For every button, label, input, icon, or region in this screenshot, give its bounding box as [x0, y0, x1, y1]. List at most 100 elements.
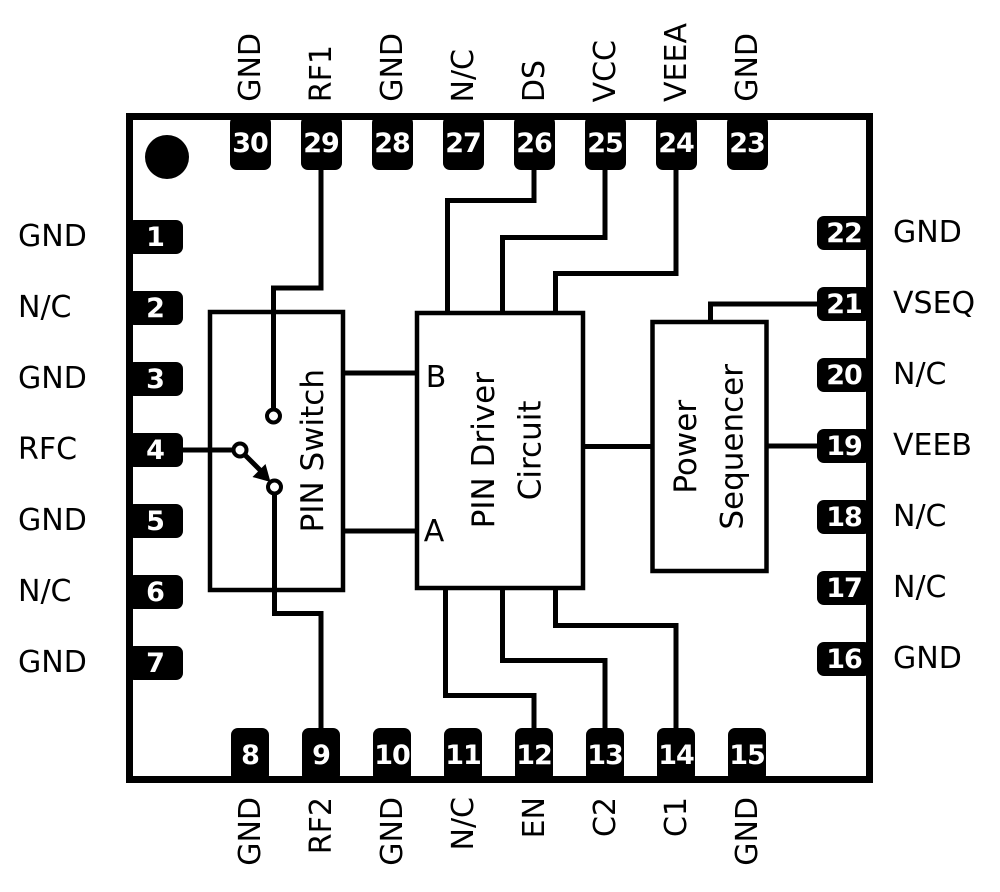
pin-label-8: GND	[232, 797, 268, 866]
power-sequencer-block	[650, 319, 769, 574]
power-sequencer-label: Power Sequencer	[668, 363, 751, 530]
pin-label-27: N/C	[445, 48, 481, 103]
pin-label-28: GND	[374, 33, 410, 102]
pin-pad-15: 15	[728, 728, 766, 782]
switch-pole-rfc-contact	[231, 441, 249, 459]
pin-switch-label: PIN Switch	[294, 369, 331, 533]
pin-label-24: VEEA	[658, 23, 694, 102]
pin-label-23: GND	[729, 33, 765, 102]
pin-driver-label: PIN Driver Circuit	[466, 372, 549, 529]
pin-label-20: N/C	[893, 357, 947, 392]
pin-label-17: N/C	[893, 570, 947, 605]
wire-vcc	[500, 168, 608, 313]
pin-label-9: RF2	[303, 797, 339, 855]
pin-pad-6: 6	[127, 575, 183, 609]
pin-pad-22: 22	[817, 216, 871, 250]
pin-label-box-27: N/C	[441, 4, 485, 103]
pin-pad-8: 8	[231, 728, 269, 782]
pin-label-14: C1	[658, 797, 694, 838]
pin-label-22: GND	[893, 215, 962, 250]
switch-throw-rf2-contact	[266, 478, 283, 496]
pin-pad-25: 25	[584, 116, 626, 170]
pin-pad-13: 13	[586, 728, 624, 782]
pin-pad-11: 11	[444, 728, 482, 782]
pin-pad-17: 17	[817, 571, 871, 605]
pin-switch-label-box: PIN Switch	[282, 312, 344, 590]
pin-label-6: N/C	[18, 574, 72, 609]
pin-pad-12: 12	[515, 728, 553, 782]
pin-label-box-8: GND	[228, 797, 272, 889]
pin-label-2: N/C	[18, 290, 72, 325]
pin-label-30: GND	[232, 33, 268, 102]
pin-pad-24: 24	[655, 116, 697, 170]
pin-label-25: VCC	[587, 39, 623, 102]
pin-label-3: GND	[18, 361, 87, 396]
pin-label-box-26: DS	[512, 4, 556, 102]
wire-vseq	[708, 301, 818, 322]
pin-pad-14: 14	[657, 728, 695, 782]
pin-pad-29: 29	[300, 116, 342, 170]
pin-pad-9: 9	[302, 728, 340, 782]
pin-label-11: N/C	[445, 797, 481, 851]
pin-pad-21: 21	[817, 287, 871, 321]
pin-label-box-12: EN	[512, 797, 556, 889]
pin-driver-label-box: PIN Driver Circuit	[430, 313, 585, 588]
pin-pad-3: 3	[127, 362, 183, 396]
power-sequencer-label-box: Power Sequencer	[652, 322, 767, 571]
pin-pad-23: 23	[726, 116, 768, 170]
pin-label-box-11: N/C	[441, 797, 485, 889]
pin-pad-18: 18	[817, 500, 871, 534]
pin-pad-16: 16	[817, 642, 871, 676]
pin-pad-28: 28	[371, 116, 413, 170]
switch-arm-arrowhead	[252, 464, 271, 482]
pin-label-4: RFC	[18, 432, 78, 467]
pin-pad-7: 7	[127, 646, 183, 680]
pin-label-box-30: GND	[228, 4, 272, 102]
pin-pad-27: 27	[442, 116, 484, 170]
pin-pad-10: 10	[373, 728, 411, 782]
pin-label-18: N/C	[893, 499, 947, 534]
port-b-label: B	[425, 359, 447, 395]
pin-pad-20: 20	[817, 358, 871, 392]
pin-label-5: GND	[18, 503, 87, 538]
wire-c1	[553, 588, 679, 730]
pin-label-box-15: GND	[725, 797, 769, 889]
wire-rf2	[272, 492, 324, 730]
pin-label-16: GND	[893, 641, 962, 676]
pin-label-12: EN	[516, 797, 552, 839]
pin-label-13: C2	[587, 797, 623, 838]
pin-pad-2: 2	[127, 291, 183, 325]
pin-pad-19: 19	[817, 429, 871, 463]
pin-label-box-10: GND	[370, 797, 414, 889]
pin-label-21: VSEQ	[893, 286, 976, 321]
pin-label-box-28: GND	[370, 4, 414, 102]
pin-label-10: GND	[374, 797, 410, 866]
pin-label-box-23: GND	[725, 4, 769, 102]
pin-pad-4: 4	[127, 433, 183, 467]
wire-ds	[445, 168, 537, 313]
pin-label-box-13: C2	[583, 797, 627, 889]
port-a-label: A	[423, 513, 445, 549]
pin-pad-1: 1	[127, 220, 183, 254]
wire-rf1	[271, 168, 324, 410]
pin-label-box-14: C1	[654, 797, 698, 889]
pin-pad-26: 26	[513, 116, 555, 170]
pin-label-29: RF1	[303, 44, 339, 102]
pin-label-box-29: RF1	[299, 4, 343, 102]
switch-throw-rf1-contact	[265, 407, 282, 425]
pin1-indicator-dot	[145, 135, 189, 179]
pin-label-7: GND	[18, 645, 87, 680]
pin-label-box-9: RF2	[299, 797, 343, 889]
pin-pad-5: 5	[127, 504, 183, 538]
pin-pad-30: 30	[229, 116, 271, 170]
pin-label-26: DS	[516, 59, 552, 102]
pin-label-19: VEEB	[893, 428, 973, 463]
pin-label-box-24: VEEA	[654, 4, 698, 102]
pin-label-1: GND	[18, 219, 87, 254]
pin-label-15: GND	[729, 797, 765, 866]
wire-c2	[500, 588, 608, 730]
wire-en	[443, 588, 537, 730]
wire-veea	[553, 168, 679, 313]
